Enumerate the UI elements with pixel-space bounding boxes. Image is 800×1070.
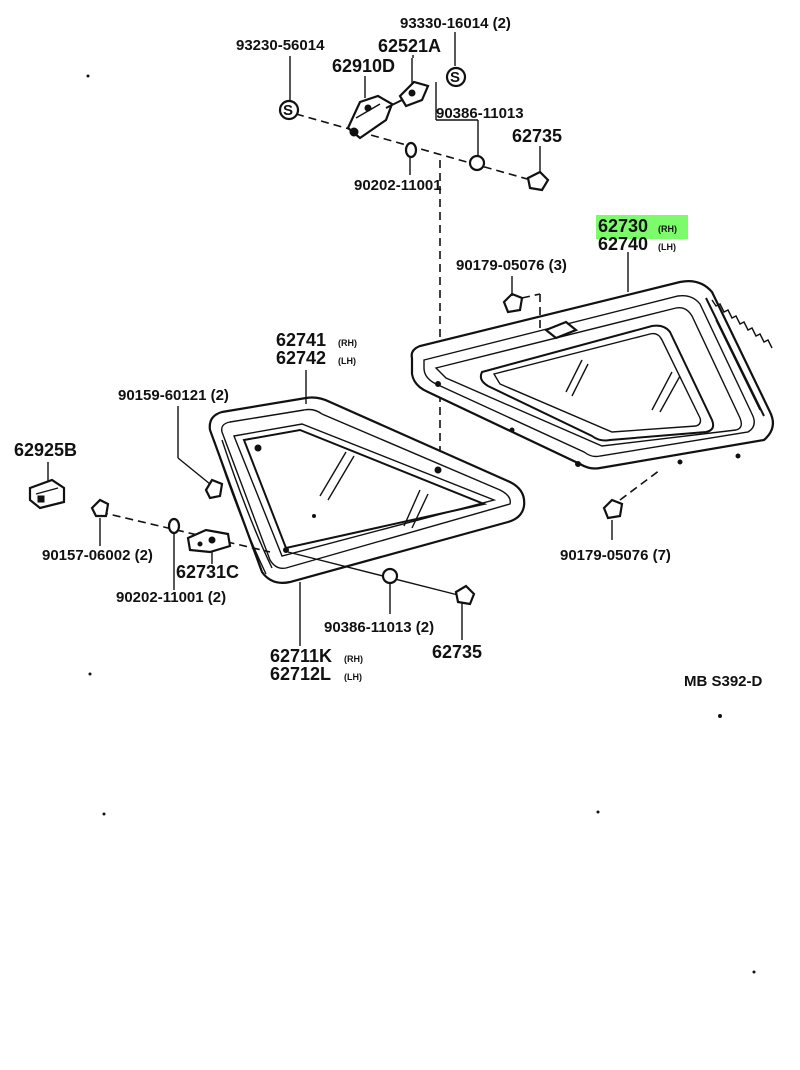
screw-symbol-left: S [278, 99, 300, 121]
nut-90159 [204, 478, 224, 500]
label-93330: 93330-16014 (2) [400, 15, 511, 32]
nut-90179-7 [602, 498, 624, 520]
latch-62731c [186, 528, 232, 554]
screw-symbol-left-text: S [283, 102, 293, 119]
nut-90179-3 [502, 292, 524, 314]
cap-62735-top [526, 170, 550, 192]
label-62910d: 62910D [332, 56, 395, 76]
label-62741: 62741 [276, 330, 326, 350]
washer-90202-bottom [167, 517, 181, 535]
label-90179-3: 90179-05076 (3) [456, 257, 567, 274]
washer-90202-top [404, 141, 418, 159]
label-62740: 62740 [598, 234, 648, 254]
label-62521a: 62521A [378, 36, 441, 56]
label-62730-side: (RH) [658, 224, 677, 234]
label-62742-side: (LH) [338, 356, 356, 366]
label-62741-side: (RH) [338, 338, 357, 348]
cap-62735-bottom [454, 584, 476, 606]
label-62925b: 62925B [14, 440, 77, 460]
window-62741-assembly [208, 396, 526, 584]
label-90386-top: 90386-11013 [436, 105, 524, 122]
window-62730-assembly [410, 280, 775, 470]
label-90159: 90159-60121 (2) [118, 387, 229, 404]
screw-symbol-right-text: S [450, 69, 460, 86]
label-62740-side: (LH) [658, 242, 676, 252]
highlight-62730 [596, 215, 688, 239]
label-90157: 90157-06002 (2) [42, 547, 153, 564]
label-62735-top: 62735 [512, 126, 562, 146]
label-62730: 62730 [598, 216, 648, 236]
label-62711k: 62711K [270, 646, 332, 666]
label-62712l: 62712L [270, 664, 331, 684]
label-mb-s392d: MB S392-D [684, 673, 763, 690]
label-62735-bottom: 62735 [432, 642, 482, 662]
hinge-bracket-62910d [346, 94, 394, 140]
label-62712l-side: (LH) [344, 672, 362, 682]
screw-symbol-right: S [445, 66, 467, 88]
nut-90386-top [468, 154, 486, 172]
clip-62925b [28, 478, 66, 510]
nut-90386-bottom [381, 567, 399, 585]
label-62742: 62742 [276, 348, 326, 368]
nut-90157 [90, 498, 110, 518]
label-90202-top: 90202-11001 [354, 177, 442, 194]
label-90202-bottom: 90202-11001 (2) [116, 589, 226, 606]
hinge-62521a [385, 80, 430, 109]
label-90179-7: 90179-05076 (7) [560, 547, 671, 564]
label-62711k-side: (RH) [344, 654, 363, 664]
label-93230: 93230-56014 [236, 37, 325, 54]
label-90386-bottom: 90386-11013 (2) [324, 619, 434, 636]
label-62731c: 62731C [176, 562, 239, 582]
